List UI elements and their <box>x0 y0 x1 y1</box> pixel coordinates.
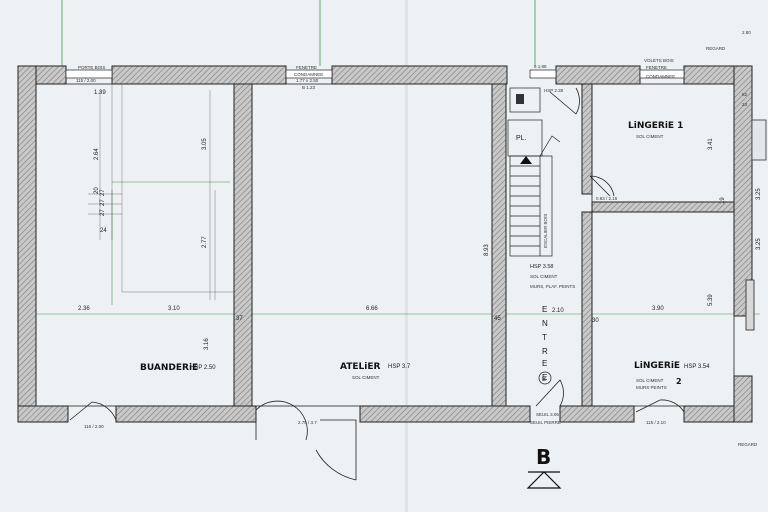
stair-arrow-icon <box>520 156 532 164</box>
dim-row-5: 45 <box>494 316 501 322</box>
opening-bottom-entree-dim2: SEUIL PIERRE <box>530 420 561 425</box>
opening-regard: REGARD <box>706 46 726 51</box>
dim-v-4: 27 <box>100 189 106 196</box>
opening-entree-top: 6 1.88 <box>534 64 547 69</box>
opening-bottom-entree-dim: SEUIL 3.06 <box>536 412 559 417</box>
dim-v-1: 1.39 <box>94 90 106 96</box>
entree-marker-circle <box>538 371 552 385</box>
dim-row-6: 30 <box>592 318 599 324</box>
entree-width-dim: 2.10 <box>552 308 564 314</box>
dim-row-4: 6.66 <box>366 306 378 312</box>
room-walls-lingerie2: MURS PEINTS <box>636 385 667 390</box>
opening-fenetre-right: FENETRE <box>646 65 667 70</box>
dim-row-1: 2.36 <box>78 306 90 312</box>
dim-right-small-1: 82 <box>742 92 748 97</box>
opening-condamnee: CONDAMNEE <box>294 72 323 77</box>
opening-regard-bottom: REGARD <box>738 442 758 447</box>
room-floor-lingerie1: SOL CIMENT <box>636 134 664 139</box>
dim-v-2: 2.64 <box>94 148 100 160</box>
entree-hsp-top: HSP 2.38 <box>544 88 564 93</box>
dim-v-3: 20 <box>94 187 100 194</box>
right-annex <box>751 119 767 161</box>
dim-v-11: 8.93 <box>484 244 490 256</box>
entree-letter-3: T <box>542 333 547 342</box>
entree-letter-6: E <box>542 373 547 382</box>
opening-bottom-atelier-door: 2.75 / 3.7 <box>298 420 317 425</box>
dim-right-2: 3.25 <box>756 238 762 250</box>
dim-v-12: 3.41 <box>708 138 714 150</box>
dim-v-14: 5.39 <box>708 294 714 306</box>
dim-v-9: 2.77 <box>202 236 208 248</box>
opening-right-edge-dim: 2.80 <box>742 30 751 35</box>
right-vertical-fill <box>745 279 755 331</box>
entree-letter-4: R <box>542 347 548 356</box>
opening-bottom-left-door: 116 / 2.00 <box>84 424 104 429</box>
opening-condamnee-right: CONDAMNEE <box>646 74 675 79</box>
entree-hsp: HSP 3.58 <box>530 264 553 270</box>
room-name-lingerie2: LiNGERiE <box>634 361 680 371</box>
dim-v-13: 19 <box>720 197 726 204</box>
walls <box>17 65 753 423</box>
doors <box>69 87 685 481</box>
wc-box <box>509 87 541 113</box>
opening-bottom-right-dim: 115 / 2.10 <box>646 420 666 425</box>
room-hsp-atelier: HSP 3.7 <box>388 364 411 370</box>
entree-letter-2: N <box>542 319 548 328</box>
dim-v-8: 3.05 <box>202 138 208 150</box>
entree-letter-1: E <box>542 305 547 314</box>
room-number-lingerie2: 2 <box>676 377 682 386</box>
entree-floor: SOL CIMENT <box>530 274 558 279</box>
dim-v-6: 27 <box>100 209 106 216</box>
opening-fenetre: FENETRE <box>296 65 317 70</box>
dim-v-10: 3.16 <box>204 338 210 350</box>
dim-right-small-2: 23 <box>742 102 748 107</box>
room-outlines <box>35 83 735 407</box>
dim-v-5: 27 <box>100 199 106 206</box>
opening-fenetre-dim1: 1.77 x 2.50 <box>296 78 319 83</box>
entree-letter-5: E <box>542 359 547 368</box>
opening-lingerie1-door: 0.83 / 2.15 <box>596 196 618 201</box>
room-floor-atelier: SOL CIMENT <box>352 375 380 380</box>
room-name-lingerie1: LiNGERiE 1 <box>628 121 683 131</box>
opening-volets-bois: VOLETS BOIS <box>644 58 674 63</box>
opening-porte-bois: PORTE BOIS <box>78 65 105 70</box>
section-triangle-icon <box>526 471 562 489</box>
opening-porte-bois-dim: 115 / 2.00 <box>76 78 96 83</box>
section-letter: B <box>536 445 551 469</box>
entree-walls: MURS, PLAF. PEINTS <box>530 284 575 289</box>
room-hsp-lingerie2: HSP 3.54 <box>684 364 710 370</box>
dim-right-1: 3.25 <box>756 188 762 200</box>
opening-fenetre-dim2: B 1.23 <box>302 85 316 90</box>
room-floor-lingerie2: SOL CIMENT <box>636 378 664 383</box>
entree-marker: B <box>542 377 546 383</box>
placard-label: PL. <box>516 135 527 142</box>
placard-box <box>507 119 543 157</box>
room-name-buanderie: BUANDERiE <box>140 363 198 373</box>
dim-row-3: 37 <box>236 316 243 322</box>
room-name-atelier: ATELiER <box>340 362 381 372</box>
dim-v-7: 24 <box>100 228 107 234</box>
wc-fixture-icon <box>516 94 524 104</box>
paper-fold <box>405 0 408 512</box>
dim-row-7: 3.90 <box>652 306 664 312</box>
room-hsp-buanderie: HSP 2.50 <box>190 365 216 371</box>
dim-row-2: 3.10 <box>168 306 180 312</box>
dimension-lines <box>88 84 234 300</box>
stairs-label: ESCALIER BOIS <box>543 214 548 248</box>
windows <box>65 69 685 79</box>
